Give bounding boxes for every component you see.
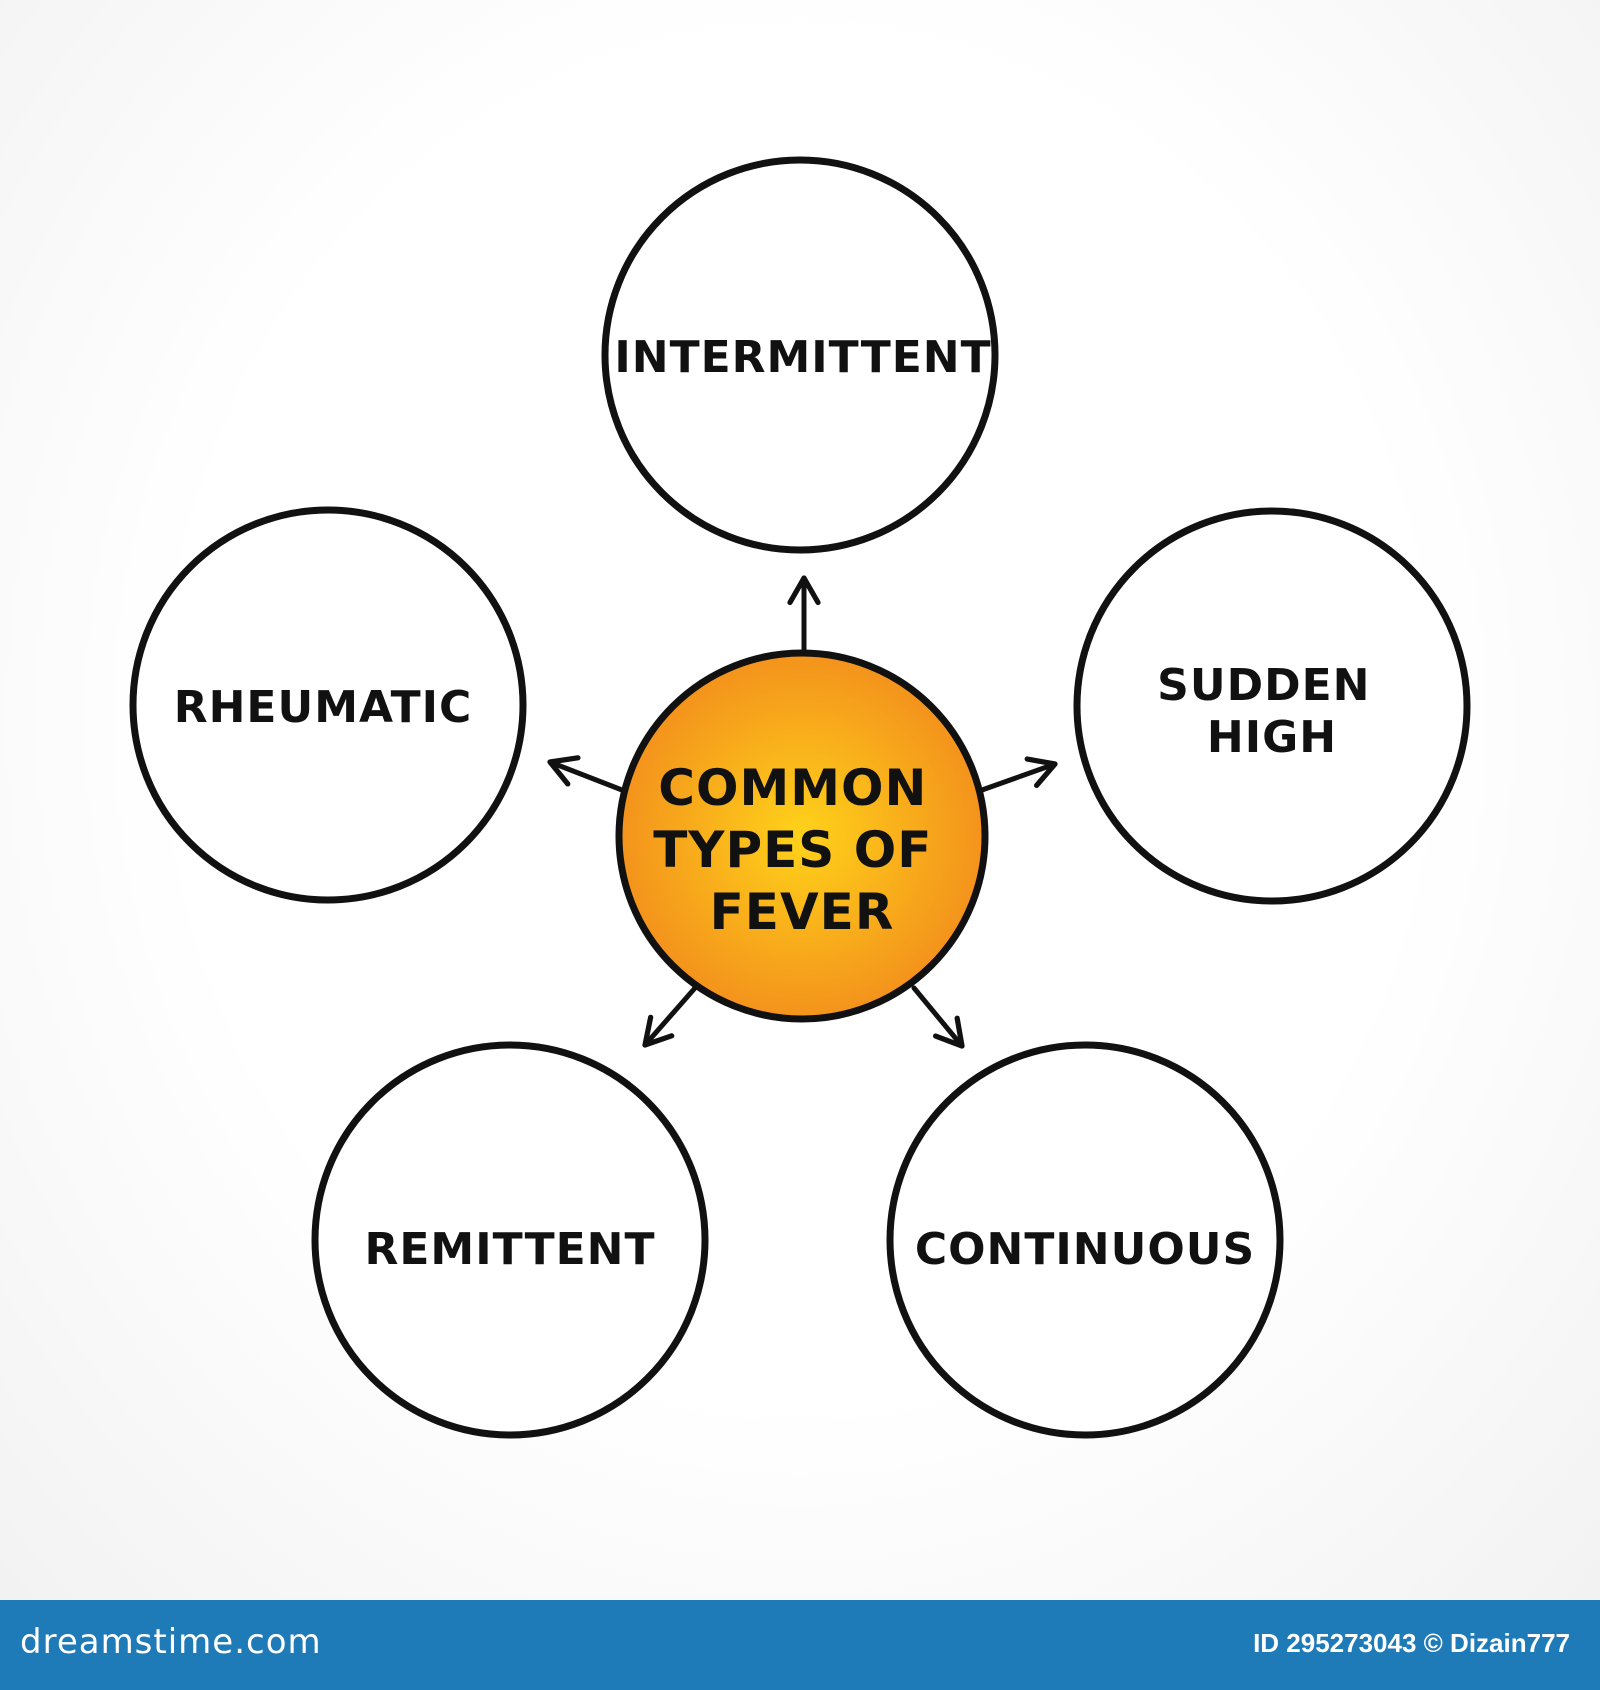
center-circle	[615, 649, 989, 1023]
arrow-to-rheumatic	[547, 755, 625, 793]
node-label: REMITTENT	[364, 1224, 655, 1275]
node-label: CONTINUOUS	[915, 1224, 1255, 1275]
node-rheumatic: RHEUMATIC	[129, 506, 527, 904]
node-label: SUDDEN HIGH	[1157, 660, 1387, 763]
image-credit: ID 295273043 © Dizain777	[1253, 1628, 1570, 1658]
node-circle	[129, 506, 527, 904]
node-label: RHEUMATIC	[174, 682, 473, 733]
node-circle	[886, 1041, 1284, 1439]
node-label: INTERMITTENT	[614, 332, 991, 383]
diagram-canvas: INTERMITTENT SUDDEN HIGH CONTINUOUS REMI…	[129, 156, 1471, 1439]
watermark-footer-bar: dreamstime.com ID 295273043 © Dizain777	[0, 1600, 1600, 1690]
node-remittent: REMITTENT	[311, 1041, 709, 1439]
node-circle	[601, 156, 999, 554]
mind-map-diagram: INTERMITTENT SUDDEN HIGH CONTINUOUS REMI…	[0, 0, 1600, 1600]
node-sudden-high: SUDDEN HIGH	[1073, 507, 1471, 905]
node-continuous: CONTINUOUS	[886, 1041, 1284, 1439]
arrow-to-continuous	[911, 985, 965, 1049]
node-circle	[311, 1041, 709, 1439]
arrow-to-sudden-high	[979, 756, 1058, 793]
center-node: COMMON TYPES OF FEVER	[615, 649, 989, 1023]
arrow-to-remittent	[642, 985, 698, 1048]
brand-logo-text: dreamstime.com	[20, 1622, 322, 1662]
connector-arrows	[547, 575, 1058, 1049]
center-label: COMMON TYPES OF FEVER	[653, 759, 951, 941]
node-intermittent: INTERMITTENT	[601, 156, 999, 554]
node-circle	[1073, 507, 1471, 905]
